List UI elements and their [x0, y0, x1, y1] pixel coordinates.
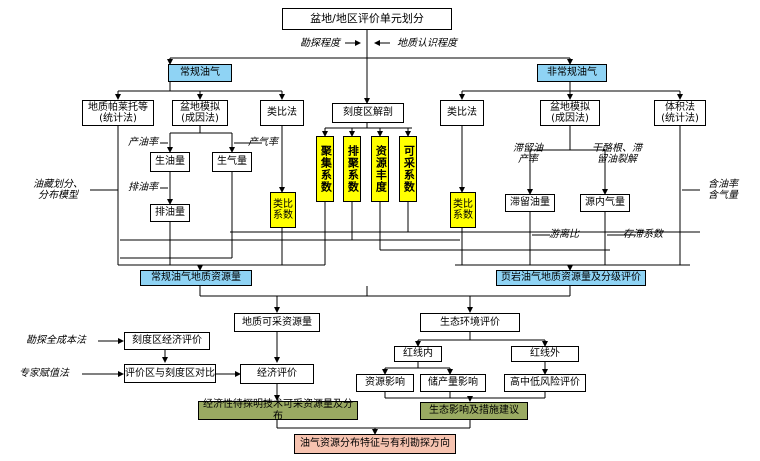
scale-dissection-header: 刻度区解剖 — [332, 103, 404, 123]
scale-col-1: 聚集系数 — [316, 136, 334, 202]
scale-col-2: 排聚系数 — [343, 136, 361, 202]
gas-yield-rate-input: 产气率 — [244, 135, 282, 151]
free-ratio-label: 游离比 — [549, 229, 579, 241]
kerogen-cracking-input: 干酪根、滞 留油裂解 — [586, 140, 648, 168]
retained-oil-rate-input: 滞留油 产率 — [508, 140, 548, 168]
oil-generation-box: 生油量 — [150, 152, 190, 172]
conv-analogy-method: 类比法 — [260, 100, 304, 126]
final-result: 油气资源分布特征与有利勘探方向 — [294, 434, 456, 454]
source-gas-box: 源内气量 — [580, 194, 630, 212]
gas-yield-rate-label: 产气率 — [248, 137, 278, 149]
unconventional-header: 非常规油气 — [537, 64, 607, 82]
exploration-degree-label: 勘探程度 — [300, 37, 340, 49]
oil-yield-rate-label: 产油率 — [128, 137, 158, 149]
econ-eval-box: 经济评价 — [240, 364, 314, 384]
reserve-impact-box: 储产量影响 — [420, 374, 486, 392]
gas-generation-box: 生气量 — [212, 152, 252, 172]
geologic-understanding-input: 地质认识程度 — [392, 35, 462, 52]
redline-outside-box: 红线外 — [511, 346, 579, 362]
recoverable-header: 地质可采资源量 — [234, 313, 320, 332]
free-ratio-input: 游离比 — [544, 227, 584, 243]
reservoir-model-label: 油藏划分、 分布模型 — [33, 178, 83, 202]
conv-analogy-coef: 类比 系数 — [270, 192, 296, 228]
exploration-degree-input: 勘探程度 — [292, 35, 348, 52]
conv-statistical-method: 地质帕莱托等 (统计法) — [82, 100, 154, 126]
conventional-header: 常规油气 — [168, 64, 232, 82]
unconv-analogy-coef: 类比 系数 — [450, 192, 476, 228]
full-cost-label: 勘探全成本法 — [26, 335, 86, 347]
recoverable-result: 经济性待探明技术可采资源量及分布 — [198, 399, 358, 422]
redline-inside-box: 红线内 — [394, 346, 442, 362]
ecology-header: 生态环境评价 — [420, 313, 520, 332]
reservoir-model-input: 油藏划分、 分布模型 — [26, 176, 90, 204]
retained-oil-box: 滞留油量 — [505, 194, 555, 212]
oil-expulsion-rate-label: 排油率 — [128, 182, 158, 194]
unconventional-resource: 页岩油气地质资源量及分级评价 — [496, 270, 646, 286]
compare-box: 评价区与刻度区对比 — [124, 364, 216, 383]
scale-col-3: 资源丰度 — [371, 136, 389, 202]
retention-coef-input: 存滞系数 — [618, 227, 668, 243]
risk-eval-box: 高中低风险评价 — [504, 374, 586, 392]
unconv-volumetric-method: 体积法 (统计法) — [654, 100, 706, 126]
scale-col-4: 可采系数 — [399, 136, 417, 202]
retention-coef-label: 存滞系数 — [623, 229, 663, 241]
conventional-resource: 常规油气地质资源量 — [140, 270, 252, 286]
title-box: 盆地/地区评价单元划分 — [282, 8, 452, 30]
oil-gas-content-input: 含油率 含气量 — [698, 176, 748, 204]
full-cost-input: 勘探全成本法 — [14, 333, 98, 349]
expert-input: 专家赋值法 — [6, 366, 82, 382]
oil-yield-rate-input: 产油率 — [124, 135, 162, 151]
retained-oil-rate-label: 滞留油 产率 — [513, 142, 543, 166]
scale-econ-box: 刻度区经济评价 — [124, 332, 210, 350]
oil-expulsion-rate-input: 排油率 — [124, 180, 162, 196]
unconv-basin-sim-method: 盆地模拟 (成因法) — [540, 100, 600, 126]
expert-label: 专家赋值法 — [19, 368, 69, 380]
oil-expulsion-box: 排油量 — [150, 204, 190, 222]
oil-gas-content-label: 含油率 含气量 — [708, 178, 738, 202]
resource-impact-box: 资源影响 — [356, 374, 414, 392]
kerogen-cracking-label: 干酪根、滞 留油裂解 — [592, 142, 642, 166]
unconv-analogy-method: 类比法 — [440, 100, 484, 126]
geologic-understanding-label: 地质认识程度 — [397, 37, 457, 49]
conv-basin-sim-method: 盆地模拟 (成因法) — [172, 100, 228, 126]
ecology-result: 生态影响及措施建议 — [420, 402, 528, 420]
